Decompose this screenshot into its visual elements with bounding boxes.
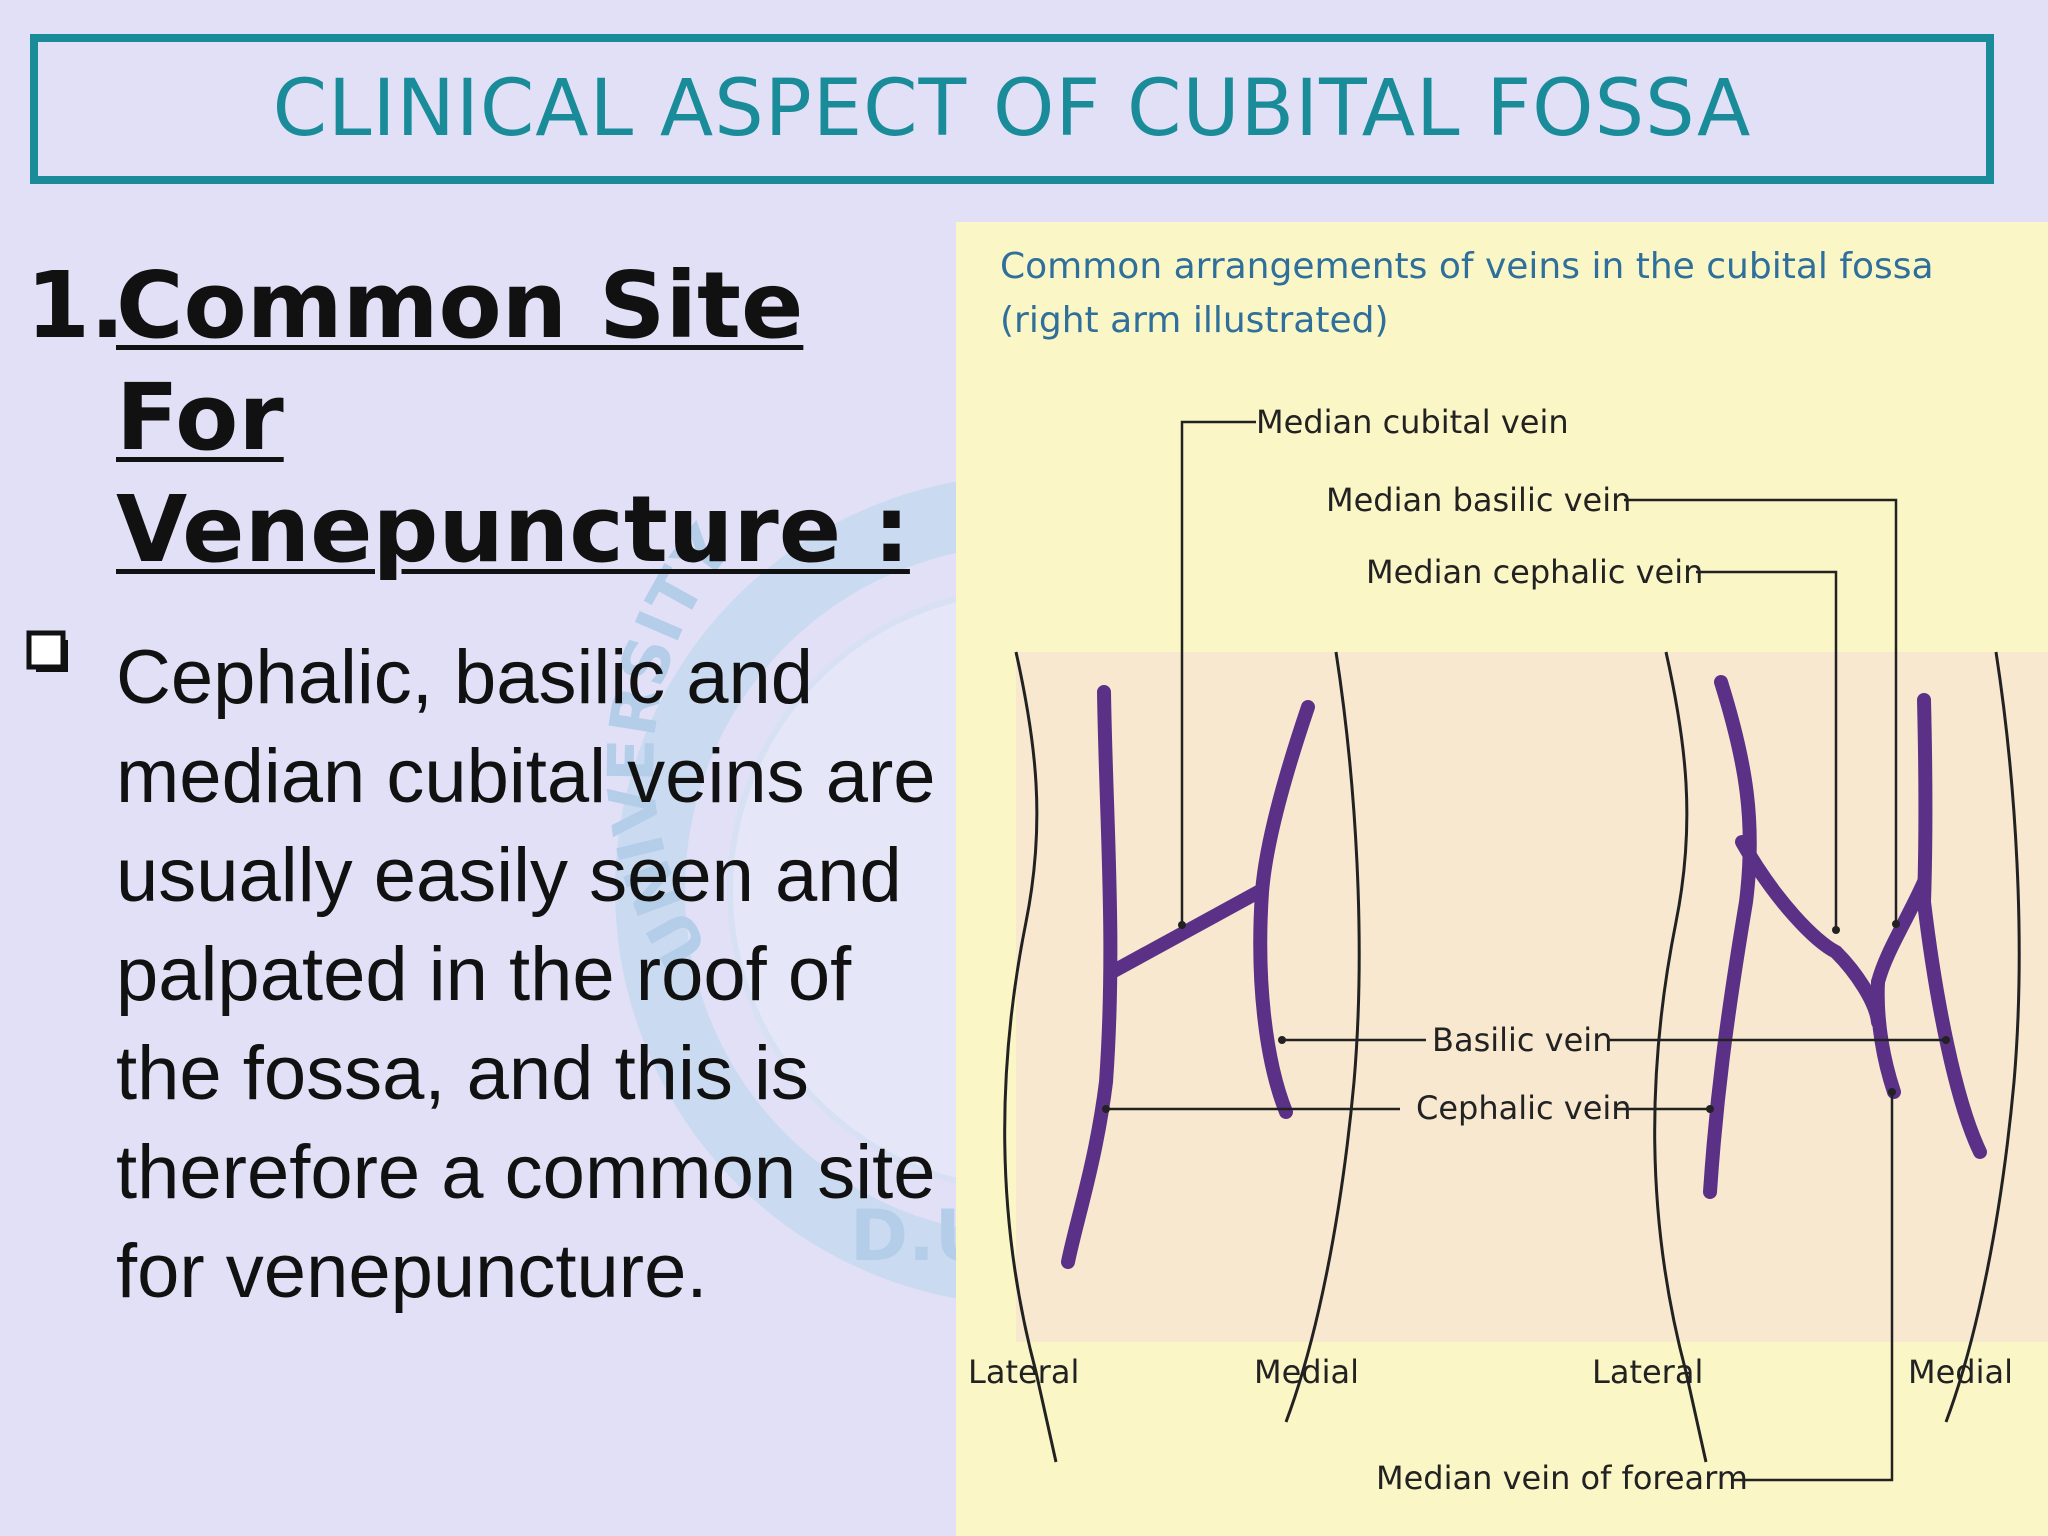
label-medial-right: Medial (1908, 1353, 2013, 1391)
label-median-vein-of-forearm: Median vein of forearm (1376, 1459, 1748, 1497)
label-lateral-left: Lateral (968, 1353, 1080, 1391)
figure-caption-line2: (right arm illustrated) (1000, 300, 1389, 341)
heading-text: Common Site For Venepuncture : (116, 252, 910, 583)
label-lateral-right: Lateral (1592, 1353, 1704, 1391)
left-arm-outline-medial (1284, 651, 1361, 1423)
leader-median-cephalic (1696, 570, 1838, 930)
leader-lines (1106, 420, 1946, 1482)
leader-median-cubital (1180, 420, 1256, 925)
page-title: CLINICAL ASPECT OF CUBITAL FOSSA (272, 64, 1752, 154)
title-box: CLINICAL ASPECT OF CUBITAL FOSSA (30, 34, 1994, 184)
label-cephalic-vein: Cephalic vein (1416, 1089, 1632, 1127)
label-median-basilic-vein: Median basilic vein (1326, 481, 1632, 519)
vein-diagram: Common arrangements of veins in the cubi… (956, 222, 2048, 1536)
label-basilic-vein: Basilic vein (1432, 1021, 1613, 1059)
bullet-text: Cephalic, basilic and median cubital vei… (116, 635, 936, 1314)
right-median-cephalic-vein (1735, 835, 1885, 1029)
right-cephalic-vein (1703, 675, 1757, 1199)
left-median-cubital-vein (1105, 883, 1269, 979)
right-arm-outline-medial (1944, 651, 2021, 1423)
vein-diagram-graphic (1003, 420, 2048, 1482)
leader-median-basilic (1624, 498, 1898, 924)
left-cephalic-vein (1061, 685, 1118, 1269)
figure-caption: Common arrangements of veins in the cubi… (1000, 240, 2020, 348)
label-median-cubital-vein: Median cubital vein (1256, 403, 1569, 441)
heading-number: 1. (26, 252, 125, 359)
leader-median-forearm (1731, 1092, 1894, 1482)
figure-caption-line1: Common arrangements of veins in the cubi… (1000, 246, 1934, 287)
right-arm-outline-lateral (1653, 651, 1708, 1463)
checkbox-bullet-icon (26, 630, 68, 672)
label-median-cephalic-vein: Median cephalic vein (1366, 553, 1704, 591)
left-arm-outline-lateral (1003, 651, 1058, 1463)
right-median-basilic-vein (1871, 875, 1931, 989)
label-medial-left: Medial (1254, 1353, 1359, 1391)
right-basilic-vein (1916, 693, 1987, 1159)
